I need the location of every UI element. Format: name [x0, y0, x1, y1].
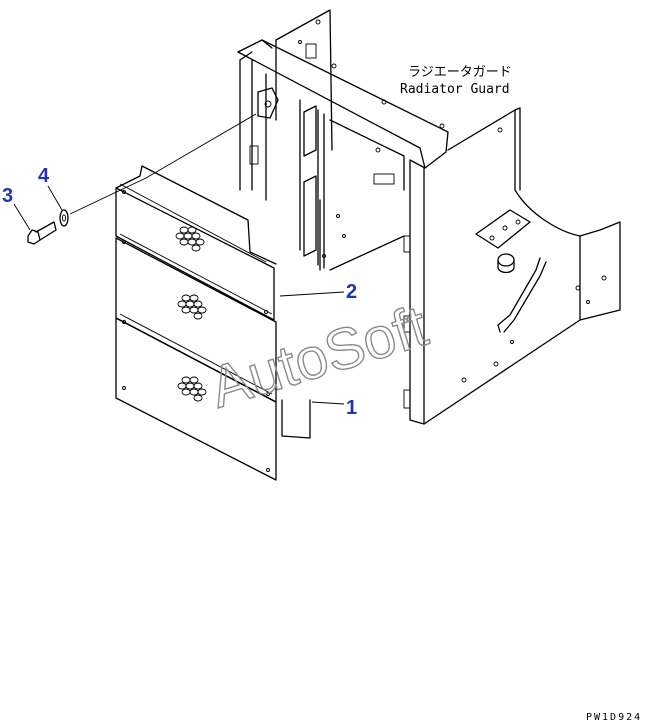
watermark-text: AutoSoft	[203, 293, 435, 420]
vent-holes-middle	[177, 294, 207, 320]
leader-line-4	[47, 185, 63, 211]
callout-4: 4	[38, 165, 50, 187]
radiator-guard-frame	[237, 9, 621, 425]
vent-holes-bottom	[177, 376, 207, 402]
guard-panel-top	[115, 165, 277, 321]
figure-code: PW1D924	[586, 712, 642, 723]
washer-part	[59, 209, 69, 227]
guard-panel-bottom	[115, 313, 311, 481]
callout-2: 2	[346, 281, 357, 303]
leader-line-2	[279, 291, 345, 297]
leader-line-3	[13, 203, 31, 231]
vent-holes-top	[175, 226, 205, 252]
leader-line-1	[311, 401, 345, 405]
bolt-part	[27, 221, 57, 245]
title-en-label: Radiator Guard	[400, 82, 510, 97]
callout-3: 3	[2, 185, 13, 207]
title-jp-label: ラジエータガード	[408, 65, 512, 80]
assembly-center-line	[69, 113, 257, 215]
callout-1: 1	[346, 397, 357, 419]
